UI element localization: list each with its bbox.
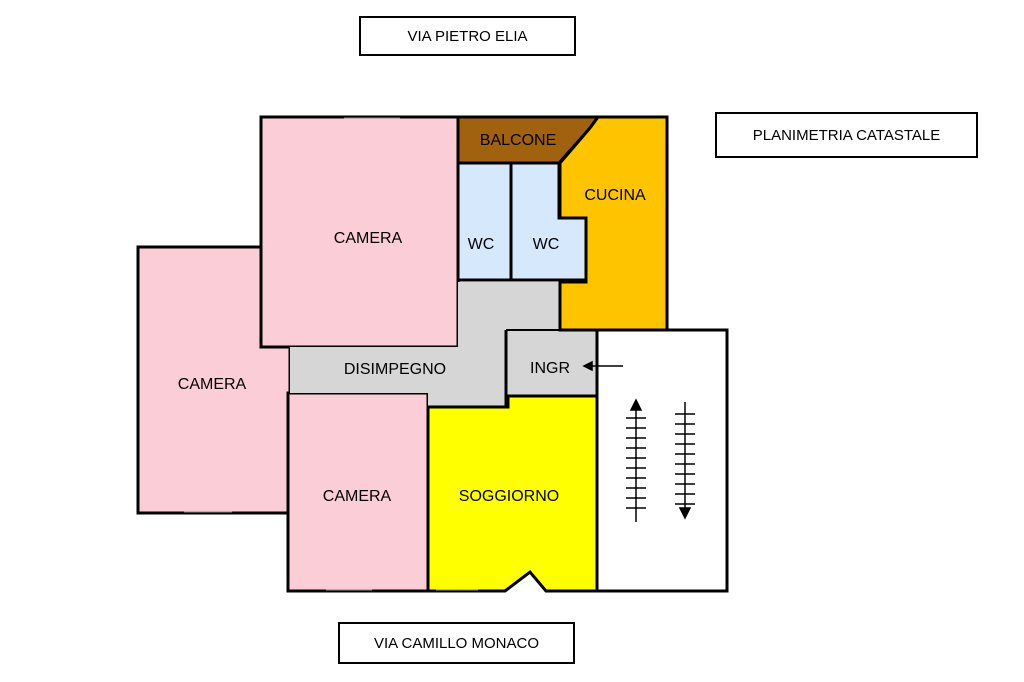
room-soggiorno	[426, 394, 599, 593]
label-camera-bottom: CAMERA	[323, 488, 392, 505]
label-camera-top: CAMERA	[334, 230, 403, 247]
stair-down-arrow	[675, 402, 695, 520]
room-wc-left	[456, 161, 513, 282]
window-marks	[184, 117, 478, 591]
label-cucina: CUCINA	[584, 187, 646, 204]
label-wc-right: WC	[533, 236, 560, 253]
entry-arrow	[582, 360, 623, 372]
label-wc-left: WC	[468, 236, 495, 253]
room-cucina	[558, 115, 669, 332]
label-ingr: INGR	[530, 360, 570, 377]
stairwell	[595, 328, 729, 593]
plan-title-label: PLANIMETRIA CATASTALE	[715, 112, 978, 158]
label-soggiorno: SOGGIORNO	[459, 488, 559, 505]
street-label-north: VIA PIETRO ELIA	[359, 16, 576, 56]
street-label-south: VIA CAMILLO MONACO	[338, 622, 575, 664]
label-disimpegno: DISIMPEGNO	[344, 361, 446, 378]
room-camera-top	[259, 115, 460, 349]
label-balcone: BALCONE	[480, 132, 556, 149]
label-camera-left: CAMERA	[178, 376, 247, 393]
stair-up-arrow	[626, 398, 646, 522]
room-disimpegno	[290, 282, 597, 407]
